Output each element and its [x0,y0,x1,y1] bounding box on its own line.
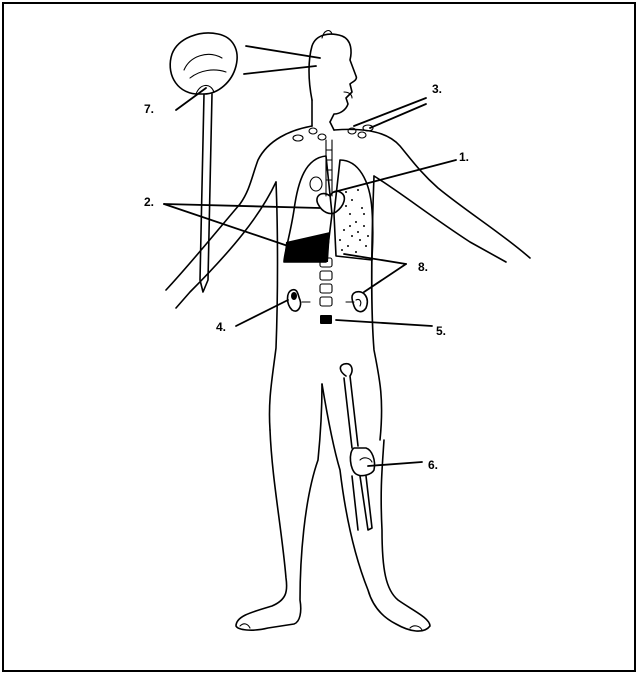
lungs-drawing [284,140,373,262]
vertebrae-drawing [320,258,332,324]
label-7-brain: 7. [144,102,154,116]
label-3-lymph-nodes: 3. [432,82,442,96]
label-8-organs: 8. [418,260,428,274]
label-6-knee: 6. [428,458,438,472]
label-5-vertebra: 5. [436,324,446,338]
label-2-lungs: 2. [144,195,154,209]
label-1-heart: 1. [459,150,469,164]
label-4-kidney: 4. [216,320,226,334]
